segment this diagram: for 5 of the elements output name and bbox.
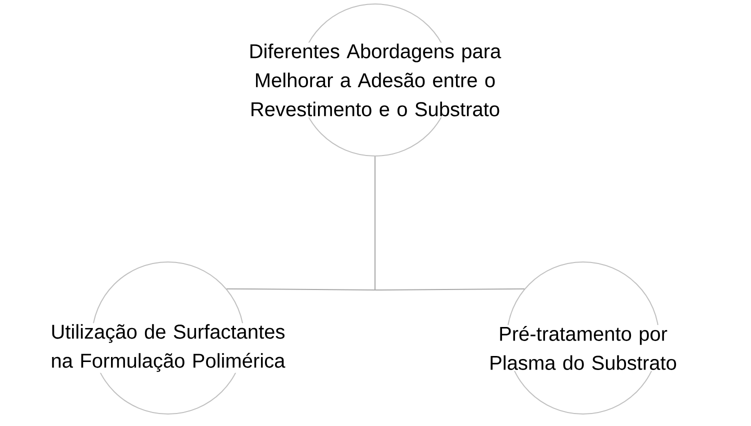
circle-node: Utilização de Surfactantes na Formulação Polimérica (22, 262, 314, 414)
connector-line (374, 156, 525, 290)
circle-node: Pré-tratamento por Plasma do Substrato (442, 262, 724, 414)
node-label: Diferentes Abordagens para Melhorar a Adesão entre o Revestimento e o Substrato (250, 44, 502, 116)
circle-node: Diferentes Abordagens para Melhorar a Adesão entre o Revestimento e o Substrato (209, 4, 541, 156)
